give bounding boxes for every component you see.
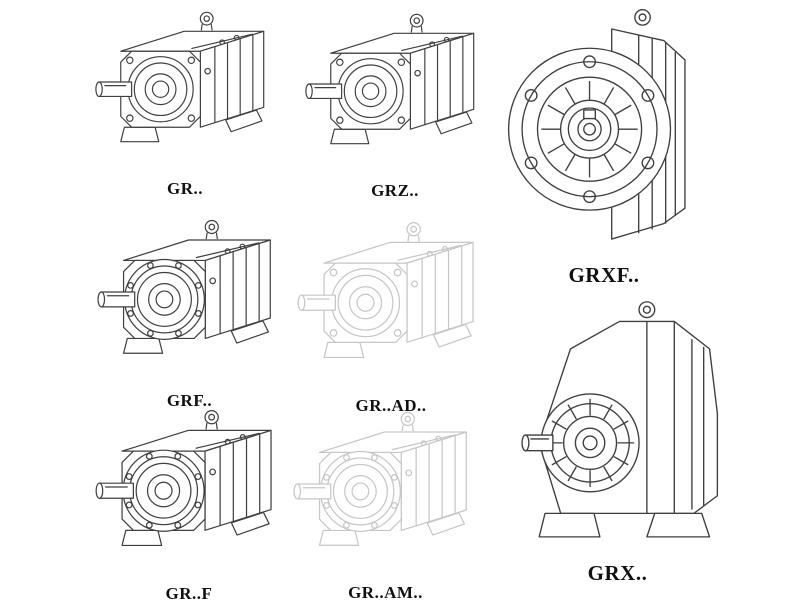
gram-label: GR..AM.. [348,583,423,603]
figure-gr: GR.. [90,6,280,199]
figure-grf-shaft: GR..F [90,404,288,604]
figure-grz: GRZ.. [300,8,490,201]
gram-gearbox-phantom-drawing [288,406,483,582]
grz-gearbox-drawing [300,8,490,180]
grf-shaft-gearbox-drawing [90,404,288,583]
grad-gearbox-phantom-drawing [292,216,490,395]
grad-label: GR..AD.. [355,396,427,416]
figure-grf: GRF.. [92,214,287,411]
grf-shaft-label: GR..F [165,584,213,604]
grxf-gearbox-drawing [507,9,686,240]
grxf-label: GRXF.. [568,263,640,288]
gr-label: GR.. [167,178,203,198]
grf-label: GRF.. [166,391,213,411]
figure-grad: GR..AD.. [292,216,490,416]
grx-gearbox-drawing [521,301,719,538]
gr-gearbox-drawing [90,6,280,178]
grz-label: GRZ.. [371,180,419,200]
figure-grxf: GRXF.. [498,2,710,288]
figure-gram: GR..AM.. [288,406,483,603]
grx-label: GRX.. [587,561,648,586]
grf-gearbox-drawing [92,214,287,390]
figure-grx: GRX.. [500,296,735,586]
